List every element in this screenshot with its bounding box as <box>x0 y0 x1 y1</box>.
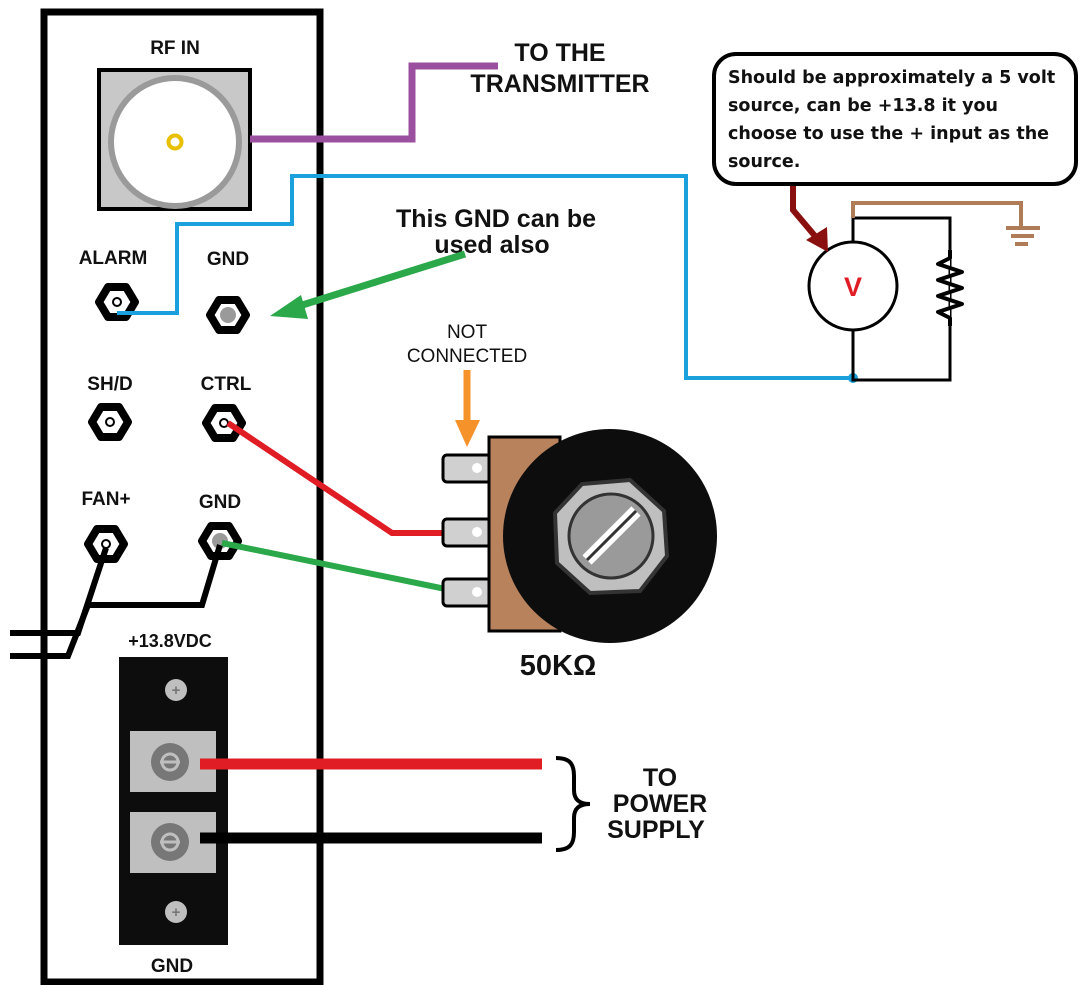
bottom-screw <box>165 901 187 923</box>
gnd-mid-label: GND <box>199 492 241 513</box>
power-brace <box>555 756 591 852</box>
gnd-pot-wire <box>221 540 466 596</box>
not-connected-line1: NOT <box>447 322 488 343</box>
power-label-line2: POWER <box>613 790 707 818</box>
fan-gnd-wire <box>10 544 223 659</box>
shd-label: SH/D <box>87 374 132 395</box>
pot-value-label: 50KΩ <box>520 650 596 682</box>
gnd-bottom-label: GND <box>151 956 193 977</box>
alarm-terminal <box>95 283 139 321</box>
top-screw <box>165 679 187 701</box>
voltmeter <box>807 240 899 332</box>
svg-text:+: + <box>172 682 181 699</box>
fan-label: FAN+ <box>81 489 130 510</box>
ground-wire <box>851 201 1023 226</box>
gnd-top-terminal <box>206 296 250 334</box>
pot-pin-3 <box>441 577 493 608</box>
source-note: Should be approximately a 5 volt source,… <box>712 52 1078 186</box>
potentiometer <box>441 429 717 643</box>
terminal-block: + + <box>119 657 228 945</box>
pot-pin-2 <box>441 517 493 548</box>
alarm-label: ALARM <box>79 248 148 269</box>
alarm-wire <box>117 174 853 380</box>
pot-pin-1 <box>441 453 493 484</box>
resistor <box>936 250 964 326</box>
ctrl-wire <box>226 420 462 536</box>
ground-symbol <box>1006 226 1040 246</box>
vdc-label: +13.8VDC <box>128 631 212 651</box>
power-label-line1: TO <box>643 764 677 792</box>
source-pointer <box>790 186 818 238</box>
shd-terminal <box>88 403 132 441</box>
rf-wire <box>250 62 498 143</box>
gnd-top-label: GND <box>207 249 249 270</box>
ctrl-terminal <box>202 404 246 442</box>
transmitter-label-line1: TO THE <box>514 39 605 67</box>
source-pointer-head <box>806 227 828 252</box>
voltmeter-symbol: V <box>844 272 862 302</box>
power-label-line3: SUPPLY <box>607 816 705 844</box>
fan-terminal <box>84 525 128 563</box>
rf-in-label: RF IN <box>150 38 200 59</box>
not-connected-arrow-head <box>455 420 480 447</box>
gnd-note-line1: This GND can be <box>396 205 596 233</box>
ctrl-label: CTRL <box>201 374 252 395</box>
gnd-arrow-shaft <box>294 250 467 311</box>
rf-in-connector <box>97 68 252 211</box>
svg-text:+: + <box>172 904 181 921</box>
gnd-arrow-head <box>270 295 308 319</box>
transmitter-label-line2: TRANSMITTER <box>470 70 649 98</box>
not-connected-line2: CONNECTED <box>407 346 527 367</box>
